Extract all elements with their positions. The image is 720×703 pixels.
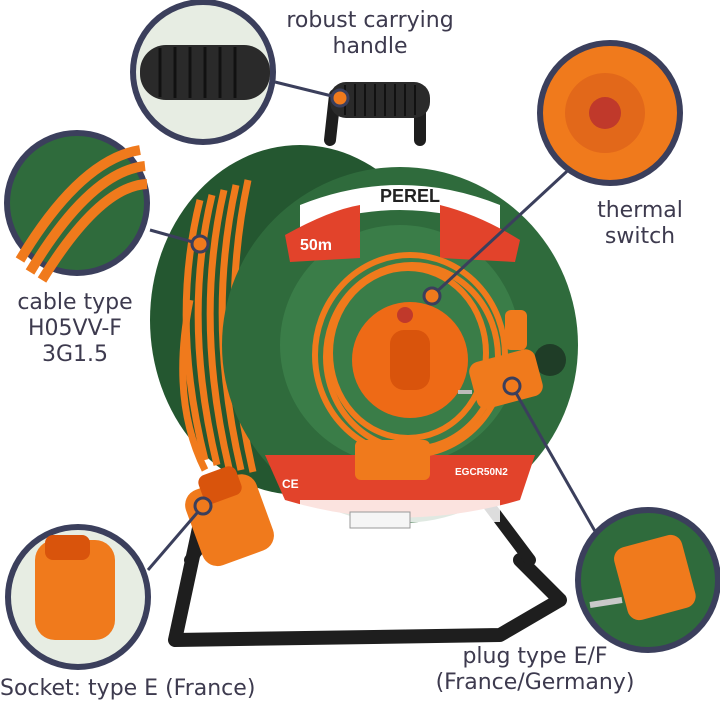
carrying-handle	[330, 82, 430, 118]
callout-cable-line2: H05VV-F	[28, 316, 122, 341]
model-code: EGCR50N2	[455, 467, 508, 478]
callout-cable-line3: 3G1.5	[41, 342, 109, 367]
zoom-plug	[575, 507, 720, 653]
zoom-thermal-switch	[537, 40, 683, 186]
callout-thermal-line2: switch	[604, 224, 676, 249]
callout-lines	[146, 80, 602, 571]
callout-dots	[190, 88, 522, 516]
callout-handle-line2: handle	[332, 34, 408, 59]
ce-mark: CE	[282, 477, 299, 491]
callout-thermal-label: thermal switch	[560, 198, 720, 250]
callout-socket-label: Socket: type E (France)	[0, 676, 290, 702]
zoom-socket	[5, 524, 151, 670]
callout-socket-line1: Socket: type E (France)	[0, 676, 256, 701]
length-badge: 50m	[300, 237, 332, 254]
zoom-handle	[130, 0, 276, 145]
callout-cable-line1: cable type	[17, 290, 133, 315]
hanging-socket	[179, 299, 274, 567]
thermal-switch-knob	[534, 344, 566, 376]
callout-thermal-line1: thermal	[597, 198, 683, 223]
brand-logo: PEREL	[380, 186, 440, 206]
callout-cable-label: cable type H05VV-F 3G1.5	[0, 290, 150, 368]
top-label	[285, 185, 520, 262]
callout-handle-line1: robust carrying	[286, 8, 454, 33]
callout-handle-label: robust carrying handle	[270, 8, 470, 60]
callout-plug-line2: (France/Germany)	[435, 670, 635, 695]
callout-plug-label: plug type E/F (France/Germany)	[410, 644, 660, 696]
bottom-label	[265, 455, 535, 529]
callout-plug-line1: plug type E/F	[462, 644, 608, 669]
zoom-cable	[4, 130, 150, 283]
socket-hub	[352, 302, 468, 480]
